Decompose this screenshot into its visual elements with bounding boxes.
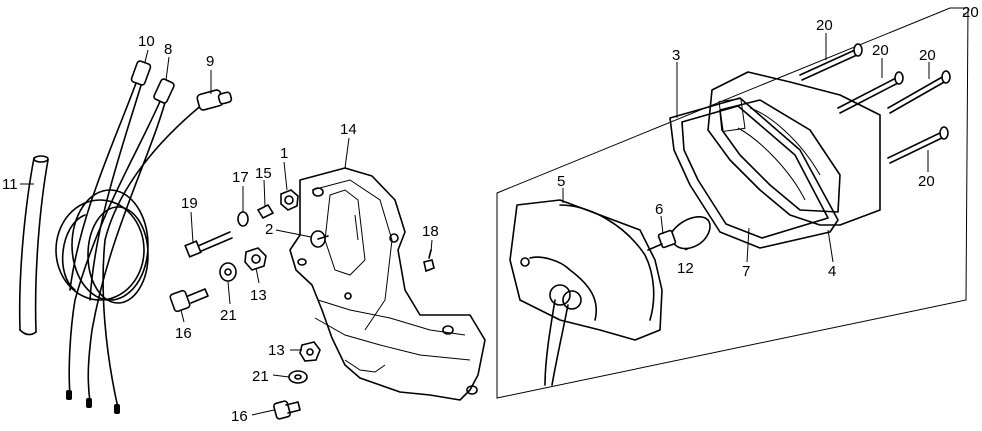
part-14-bracket: [289, 167, 486, 401]
callout-labels: 10 8 9 11 14 1 17 15 19 2 18 13 16 21 13…: [2, 4, 979, 425]
callout-20-b: 20: [872, 42, 889, 59]
callout-11: 11: [2, 176, 18, 193]
callout-12: 12: [677, 260, 694, 277]
callout-21-lower: 21: [252, 368, 269, 385]
callout-18: 18: [422, 223, 439, 240]
callout-20-e: 20: [918, 173, 935, 190]
callout-21-upper: 21: [220, 307, 237, 324]
callout-20-c: 20: [919, 47, 936, 64]
part-11-tube: [18, 155, 49, 336]
callout-7: 7: [742, 263, 750, 280]
callout-20-a: 20: [816, 17, 833, 34]
callout-16-lower: 16: [231, 408, 248, 425]
callout-14: 14: [340, 121, 357, 138]
callout-1: 1: [280, 145, 288, 162]
callout-2: 2: [265, 221, 273, 238]
callout-5: 5: [557, 173, 565, 190]
callout-20-d: 20: [962, 4, 979, 21]
hardware-group: [169, 189, 435, 420]
leader-lines: [20, 13, 966, 416]
callout-13-lower: 13: [268, 342, 285, 359]
callout-10: 10: [138, 33, 155, 50]
wire-harness: [55, 60, 233, 414]
callout-4: 4: [828, 263, 836, 280]
callout-9: 9: [206, 53, 214, 70]
callout-3: 3: [672, 47, 680, 64]
callout-8: 8: [164, 41, 172, 58]
tail-light-assembly: [496, 7, 969, 399]
callout-16-upper: 16: [175, 325, 192, 342]
callout-6: 6: [655, 201, 663, 218]
callout-15: 15: [255, 165, 272, 182]
callout-13-upper: 13: [250, 287, 267, 304]
callout-19: 19: [181, 195, 198, 212]
callout-17: 17: [232, 169, 249, 186]
